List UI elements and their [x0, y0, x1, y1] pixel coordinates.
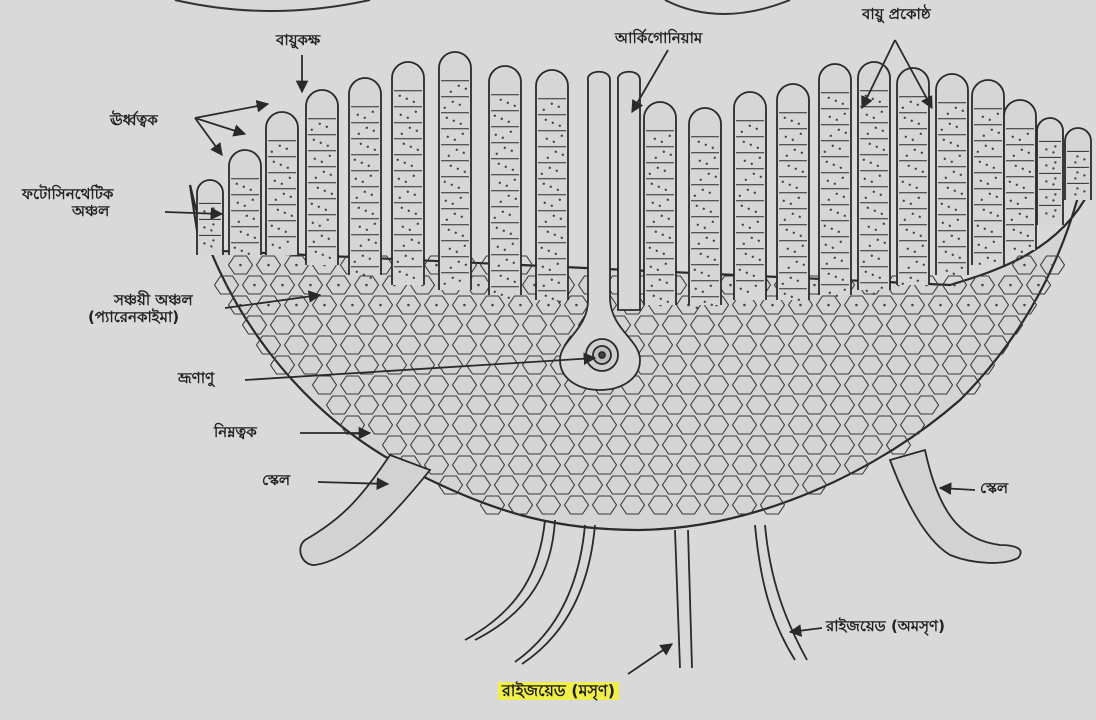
filament — [229, 150, 261, 255]
archegonium — [560, 72, 640, 390]
label-scale-right: স্কেল — [980, 480, 1008, 497]
filament — [777, 84, 809, 301]
arrow-urdhvatvak-b — [195, 118, 245, 134]
arrow-rhizoid-tuberculate — [790, 628, 822, 632]
filament — [1004, 100, 1036, 253]
label-vayu-prakoshtha: বায়ু প্রকোষ্ঠ — [862, 6, 931, 23]
filament — [1065, 128, 1091, 200]
label-scale-left: স্কেল — [262, 472, 290, 489]
top-arc-left — [175, 0, 370, 11]
rhizoids — [465, 520, 807, 668]
filament — [858, 62, 890, 295]
label-archegonium: আর্কিগোনিয়াম — [615, 30, 702, 47]
top-arc-right — [665, 0, 790, 14]
label-rhizoid-smooth: রাইজয়েড (মসৃণ) — [498, 682, 619, 700]
label-urdhvatvak: ঊর্ধ্বত্বক — [110, 112, 158, 129]
label-nimnatvak: নিম্নত্বক — [214, 424, 257, 441]
filament — [392, 62, 424, 285]
scale-left — [300, 455, 430, 565]
filament — [644, 102, 676, 305]
arrow-rhizoid-smooth — [628, 644, 672, 674]
filament — [1037, 118, 1063, 225]
filament — [972, 80, 1004, 265]
arrow-scale-right — [940, 488, 975, 490]
filament — [439, 52, 471, 290]
filament — [197, 180, 223, 255]
arrow-urdhvatvak-a — [195, 104, 268, 118]
filament — [734, 92, 766, 300]
label-rhizoid-tuberculate: রাইজয়েড (অমসৃণ) — [826, 618, 945, 635]
label-storage-line1: সঞ্চয়ী অঞ্চল — [88, 292, 193, 309]
filament — [536, 70, 568, 303]
filament — [936, 74, 968, 275]
label-storage: সঞ্চয়ী অঞ্চল (প্যারেনকাইমা) — [88, 292, 193, 327]
filament — [489, 66, 521, 299]
filament — [819, 64, 851, 297]
label-photosynthetic: ফটোসিনথেটিক অঞ্চল — [22, 186, 113, 221]
filament — [897, 68, 929, 285]
scale-right — [890, 450, 1021, 563]
label-zygote: ভ্রূণাণু — [178, 370, 214, 387]
filament — [689, 108, 721, 309]
arrow-urdhvatvak-c — [195, 118, 222, 155]
filament — [349, 78, 381, 279]
label-vayukaksha: বায়ুকক্ষ — [276, 32, 320, 49]
label-storage-line2: (প্যারেনকাইমা) — [88, 309, 193, 326]
label-photosynthetic-line1: ফটোসিনথেটিক — [22, 186, 113, 203]
filament — [266, 112, 298, 255]
label-photosynthetic-line2: অঞ্চল — [22, 203, 113, 220]
filament — [306, 90, 338, 265]
